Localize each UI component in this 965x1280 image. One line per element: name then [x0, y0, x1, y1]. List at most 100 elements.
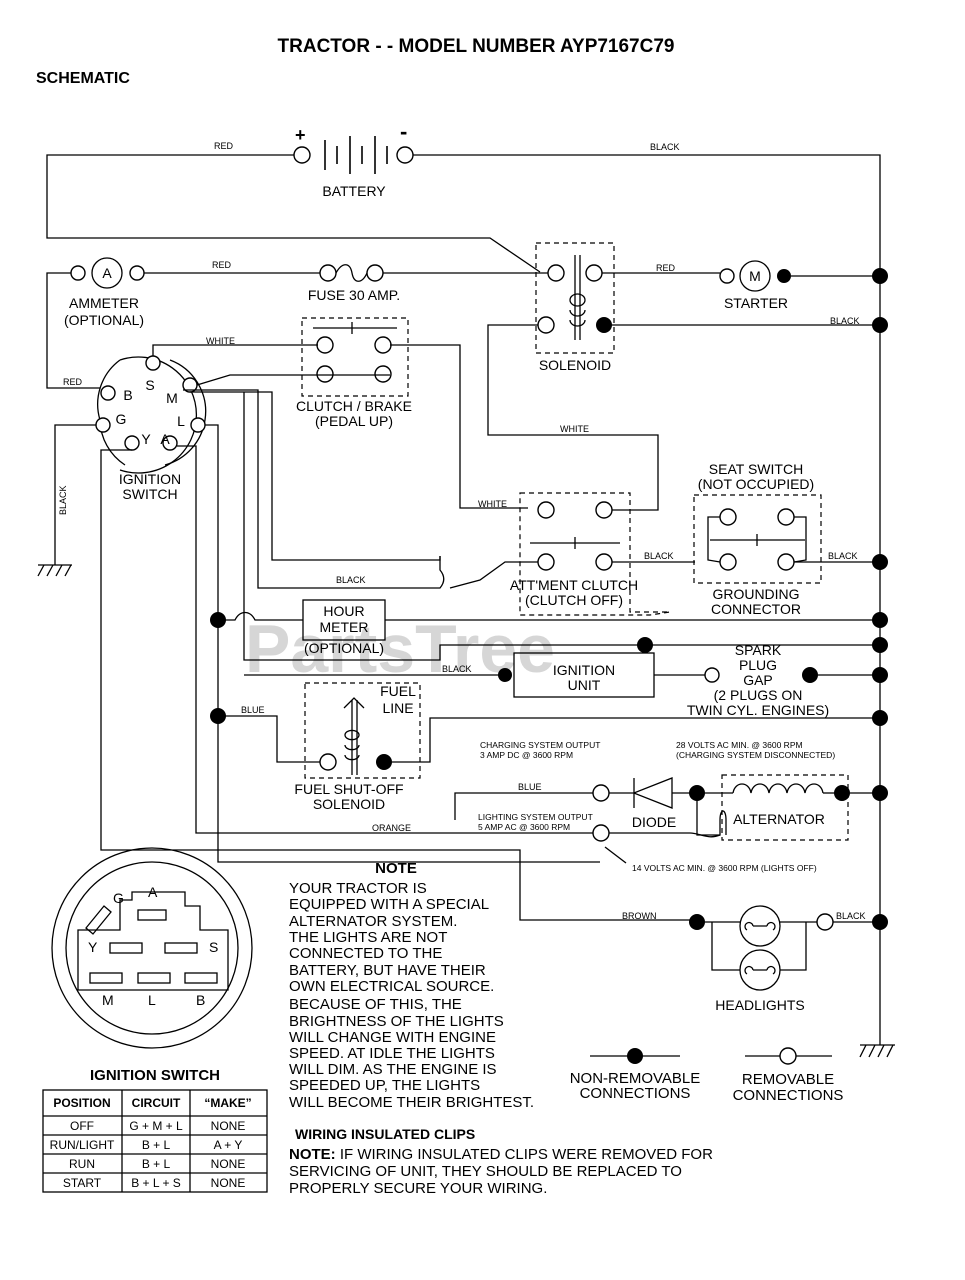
note-line: CONNECTED TO THE	[289, 945, 442, 962]
clips-note-line2: SERVICING OF UNIT, THEY SHOULD BE REPLAC…	[289, 1163, 682, 1180]
solenoid-seat-wire	[487, 324, 659, 511]
wire-label-black-headlights: BLACK	[836, 911, 866, 921]
wire-label-red-ignition: RED	[63, 377, 83, 387]
switch-face-letter-m: M	[102, 992, 114, 1008]
wire-label-black-attment: BLACK	[336, 575, 366, 585]
ignition-terminal-m: M	[166, 390, 178, 406]
attment-clutch-sublabel: (CLUTCH OFF)	[525, 592, 623, 608]
seat-switch-sublabel: (NOT OCCUPIED)	[698, 476, 814, 492]
volts14-annotation: 14 VOLTS AC MIN. @ 3600 RPM (LIGHTS OFF)	[632, 863, 817, 873]
ignition-switch-label: IGNITION	[119, 471, 181, 487]
clips-note-prefix: NOTE:	[289, 1146, 336, 1163]
ground-junctions	[210, 268, 888, 930]
hour-meter-optional: (OPTIONAL)	[304, 640, 384, 656]
clips-note-text: IF WIRING INSULATED CLIPS WERE REMOVED F…	[336, 1146, 713, 1163]
starter-symbol	[602, 260, 880, 292]
charging-output-annotation: CHARGING SYSTEM OUTPUT	[480, 740, 600, 750]
ignition-terminal-g: G	[116, 411, 127, 427]
wire-label-white-attment: WHITE	[478, 499, 507, 509]
switch-face-letter-l: L	[148, 992, 156, 1008]
section-title: SCHEMATIC	[36, 70, 130, 87]
wire-label-red-ammeter: RED	[212, 260, 232, 270]
solenoid-symbol	[535, 242, 615, 354]
lighting-output-rating: 5 AMP AC @ 3600 RPM	[478, 822, 570, 832]
table-header-circuit: CIRCUIT	[132, 1096, 181, 1110]
legend-nonremovable-sub: CONNECTIONS	[580, 1085, 691, 1102]
wire-label-white-ignition: WHITE	[206, 336, 235, 346]
fuel-line-label: FUEL	[380, 683, 416, 699]
attment-clutch-switch	[449, 492, 695, 616]
wire-label-white-seat: WHITE	[560, 424, 589, 434]
ignition-unit	[244, 652, 880, 698]
grounding-connector-label: GROUNDING	[712, 586, 799, 602]
table-cell: RUN	[69, 1157, 95, 1171]
fuel-solenoid-label: FUEL SHUT-OFF	[294, 781, 403, 797]
clips-heading: WIRING INSULATED CLIPS	[295, 1126, 475, 1142]
table-cell: OFF	[70, 1119, 94, 1133]
table-cell: A + Y	[214, 1138, 243, 1152]
wire-label-brown: BROWN	[622, 911, 657, 921]
note-heading: NOTE	[375, 860, 417, 877]
page-title: TRACTOR - - MODEL NUMBER AYP7167C79	[278, 36, 675, 57]
note-line: SPEEDED UP, THE LIGHTS	[289, 1077, 480, 1094]
clutch-brake-sublabel: (PEDAL UP)	[315, 413, 393, 429]
legend-removable: REMOVABLE	[742, 1071, 834, 1088]
ignition-table	[42, 1089, 268, 1193]
fuel-shutoff-solenoid	[218, 682, 880, 779]
note-line: THE LIGHTS ARE NOT	[289, 929, 447, 946]
headlights-label: HEADLIGHTS	[715, 997, 804, 1013]
charging-output-rating: 3 AMP DC @ 3600 RPM	[480, 750, 573, 760]
wire-label-black-ignition-unit: BLACK	[442, 664, 472, 674]
diode-label: DIODE	[632, 814, 676, 830]
table-cell: B + L	[142, 1157, 171, 1171]
battery-plus-sign: +	[295, 125, 306, 145]
note-line: ALTERNATOR SYSTEM.	[289, 913, 457, 930]
table-cell: RUN/LIGHT	[50, 1138, 115, 1152]
table-cell: NONE	[211, 1119, 246, 1133]
clutch-brake-label: CLUTCH / BRAKE	[296, 398, 412, 414]
wire-label-red-starter: RED	[656, 263, 676, 273]
ignition-switch-sublabel: SWITCH	[122, 486, 177, 502]
wire-label-black-solenoid: BLACK	[830, 316, 860, 326]
fuel-solenoid-sublabel: SOLENOID	[313, 796, 385, 812]
wire-label-black-seat: BLACK	[644, 551, 674, 561]
clips-note-line1: NOTE: IF WIRING INSULATED CLIPS WERE REM…	[289, 1146, 713, 1163]
battery-wires	[46, 154, 881, 1045]
ground-symbol-right	[859, 1044, 895, 1058]
battery-symbol	[293, 136, 414, 174]
switch-face-letter-a: A	[148, 884, 158, 900]
hour-meter-sublabel: METER	[320, 619, 369, 635]
ignition-table-title: IGNITION SWITCH	[90, 1067, 220, 1084]
hour-meter	[218, 599, 880, 641]
charging-circuit	[454, 774, 880, 864]
note-line: BRIGHTNESS OF THE LIGHTS	[289, 1013, 504, 1030]
lighting-output-annotation: LIGHTING SYSTEM OUTPUT	[478, 812, 593, 822]
wire-label-red-battery: RED	[214, 141, 234, 151]
ignition-terminal-s: S	[145, 377, 154, 393]
spark-plug-label-5: TWIN CYL. ENGINES)	[687, 702, 829, 718]
table-cell: START	[63, 1176, 102, 1190]
table-header-make: “MAKE”	[204, 1096, 251, 1110]
ignition-unit-label: IGNITION	[553, 662, 615, 678]
ammeter-symbol	[70, 257, 145, 289]
legend-nonremovable: NON-REMOVABLE	[570, 1070, 701, 1087]
ammeter-optional-label: (OPTIONAL)	[64, 312, 144, 328]
table-header-position: POSITION	[53, 1096, 110, 1110]
solenoid-label: SOLENOID	[539, 357, 611, 373]
ignition-terminal-b: B	[123, 387, 132, 403]
wire-label-blue-charging: BLUE	[518, 782, 542, 792]
clutch-brake-switch	[301, 317, 409, 397]
seat-switch-label: SEAT SWITCH	[709, 461, 803, 477]
switch-face-letter-g: G	[113, 890, 124, 906]
grounding-connector-sublabel: CONNECTOR	[711, 601, 801, 617]
wire-label-orange: ORANGE	[372, 823, 411, 833]
ignition-ground-wire	[54, 424, 96, 565]
fuse-label: FUSE 30 AMP.	[308, 287, 400, 303]
fuse-symbol	[319, 264, 384, 282]
spark-plug-label-4: (2 PLUGS ON	[714, 687, 803, 703]
note-lines: YOUR TRACTOR IS EQUIPPED WITH A SPECIAL …	[289, 880, 534, 1111]
lighting-output-terminal	[592, 824, 610, 842]
wire-label-black-ground: BLACK	[58, 485, 68, 515]
starter-symbol-letter: M	[749, 268, 761, 284]
